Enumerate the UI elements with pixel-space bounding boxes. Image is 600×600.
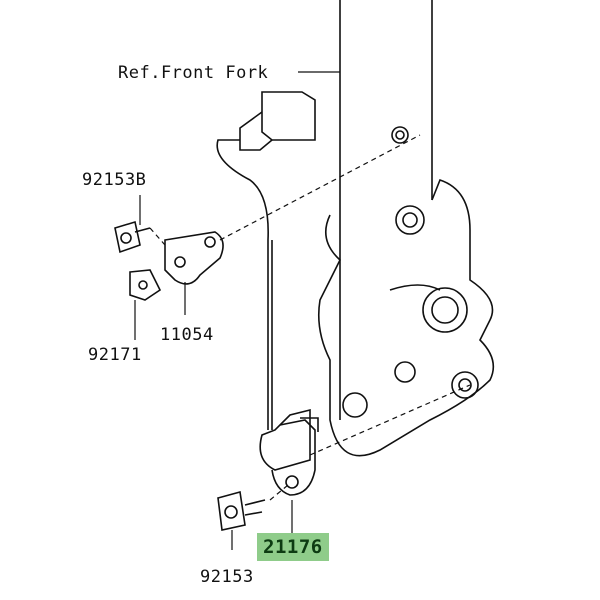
- clip-92171: [129, 269, 162, 301]
- clamp-11054: [164, 231, 224, 285]
- part-label-92153b[interactable]: 92153B: [82, 170, 147, 190]
- bolt-92153: [217, 490, 266, 531]
- bolt-92153b: [114, 220, 151, 254]
- part-label-92171[interactable]: 92171: [88, 345, 142, 365]
- ref-front-fork-label: Ref.Front Fork: [118, 63, 269, 83]
- part-label-21176-highlighted[interactable]: 21176: [257, 533, 329, 561]
- part-label-11054[interactable]: 11054: [160, 325, 214, 345]
- sensor-cable: [216, 91, 316, 430]
- part-label-92153[interactable]: 92153: [200, 567, 254, 587]
- front-fork: [317, 0, 495, 457]
- leader-lines: [134, 71, 471, 550]
- sensor-21176: [259, 408, 319, 496]
